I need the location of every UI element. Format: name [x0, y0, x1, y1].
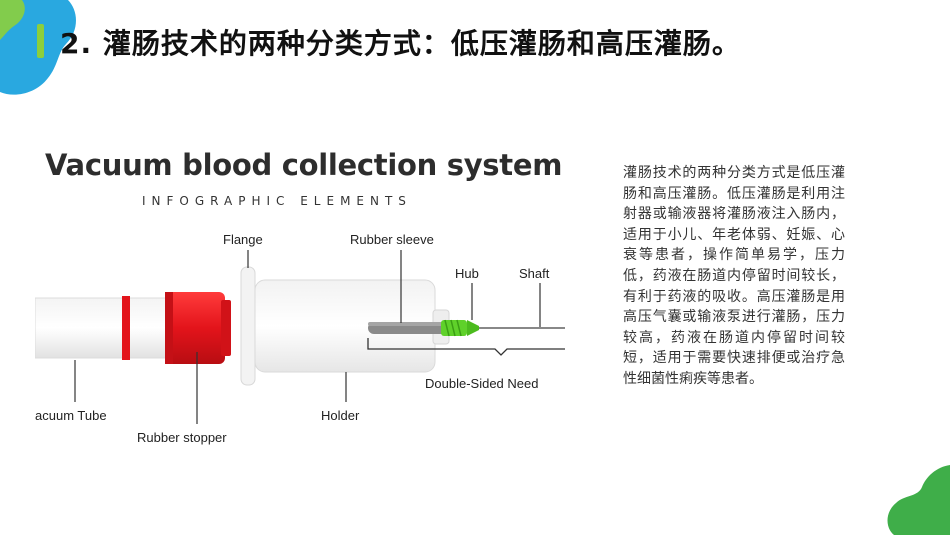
flange — [240, 266, 256, 386]
rubber-stopper — [165, 292, 231, 364]
title-accent-bar — [37, 24, 44, 58]
infographic-subtitle: INFOGRAPHIC ELEMENTS — [142, 194, 412, 208]
body-paragraph: 灌肠技术的两种分类方式是低压灌肠和高压灌肠。低压灌肠是利用注射器或输液器将灌肠液… — [623, 165, 845, 387]
vacuum-blood-collection-infographic: Vacuum blood collection system INFOGRAPH… — [35, 140, 565, 460]
label-rubber-sleeve: Rubber sleeve — [350, 232, 434, 247]
slide-title: 2. 灌肠技术的两种分类方式：低压灌肠和高压灌肠。 — [60, 27, 741, 60]
label-flange: Flange — [223, 232, 263, 247]
rubber-sleeve — [368, 322, 448, 334]
label-shaft: Shaft — [519, 266, 550, 281]
hub — [441, 319, 479, 337]
label-holder: Holder — [321, 408, 360, 423]
label-rubber-stopper: Rubber stopper — [137, 430, 227, 445]
corner-blob-decoration — [887, 465, 950, 535]
label-vacuum-tube: acuum Tube — [35, 408, 107, 423]
label-hub: Hub — [455, 266, 479, 281]
label-double-sided-needle: Double-Sided Need — [425, 376, 539, 391]
vacuum-tube — [35, 296, 171, 360]
infographic-title: Vacuum blood collection system — [45, 148, 563, 182]
syringe-diagram — [35, 250, 565, 424]
needle-bracket — [367, 338, 565, 356]
